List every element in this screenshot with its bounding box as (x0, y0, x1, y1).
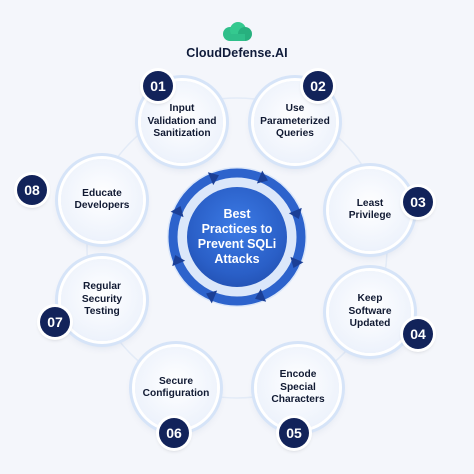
practice-node-03: Least Privilege (329, 169, 411, 251)
number-badge-08: 08 (17, 175, 47, 205)
number-badge-03: 03 (403, 187, 433, 217)
brand-name: CloudDefense.AI (186, 46, 288, 60)
center-title: Best Practices to Prevent SQLi Attacks (187, 187, 287, 287)
number-badge-02: 02 (303, 71, 333, 101)
brand-header: CloudDefense.AI (0, 22, 474, 72)
practice-node-08: Educate Developers (61, 159, 143, 241)
cloud-icon (220, 22, 254, 42)
practice-label: Educate Developers (74, 187, 130, 212)
center-ring (168, 168, 306, 306)
ring-arrows (170, 170, 304, 304)
number-badge-01: 01 (143, 71, 173, 101)
practice-label: Encode Special Characters (271, 369, 325, 406)
ring-arrow-head (290, 256, 304, 268)
number-badge-06: 06 (159, 418, 189, 448)
guide-ring (86, 97, 388, 399)
practice-label: Input Validation and Sanitization (147, 103, 217, 140)
practice-label: Keep Software Updated (348, 293, 392, 330)
ring-arrow-head (207, 172, 219, 186)
practice-label: Regular Security Testing (81, 281, 123, 318)
ring-arrow-head (256, 170, 268, 184)
ring-arrow-head (172, 255, 186, 267)
practice-label: Secure Configuration (142, 375, 210, 400)
practice-node-07: Regular Security Testing (61, 259, 143, 341)
practice-label: Least Privilege (348, 197, 392, 222)
practice-label: Use Parameterized Queries (260, 103, 330, 140)
number-badge-05: 05 (279, 418, 309, 448)
practice-node-05: Encode Special Characters (257, 347, 339, 429)
practice-node-04: Keep Software Updated (329, 271, 411, 353)
ring-arrow-head (170, 206, 184, 218)
ring-arrow-head (255, 288, 267, 302)
number-badge-04: 04 (403, 319, 433, 349)
ring-arrow-head (206, 290, 218, 304)
practice-node-06: Secure Configuration (135, 347, 217, 429)
ring-arrow-head (288, 207, 302, 219)
number-badge-07: 07 (40, 307, 70, 337)
